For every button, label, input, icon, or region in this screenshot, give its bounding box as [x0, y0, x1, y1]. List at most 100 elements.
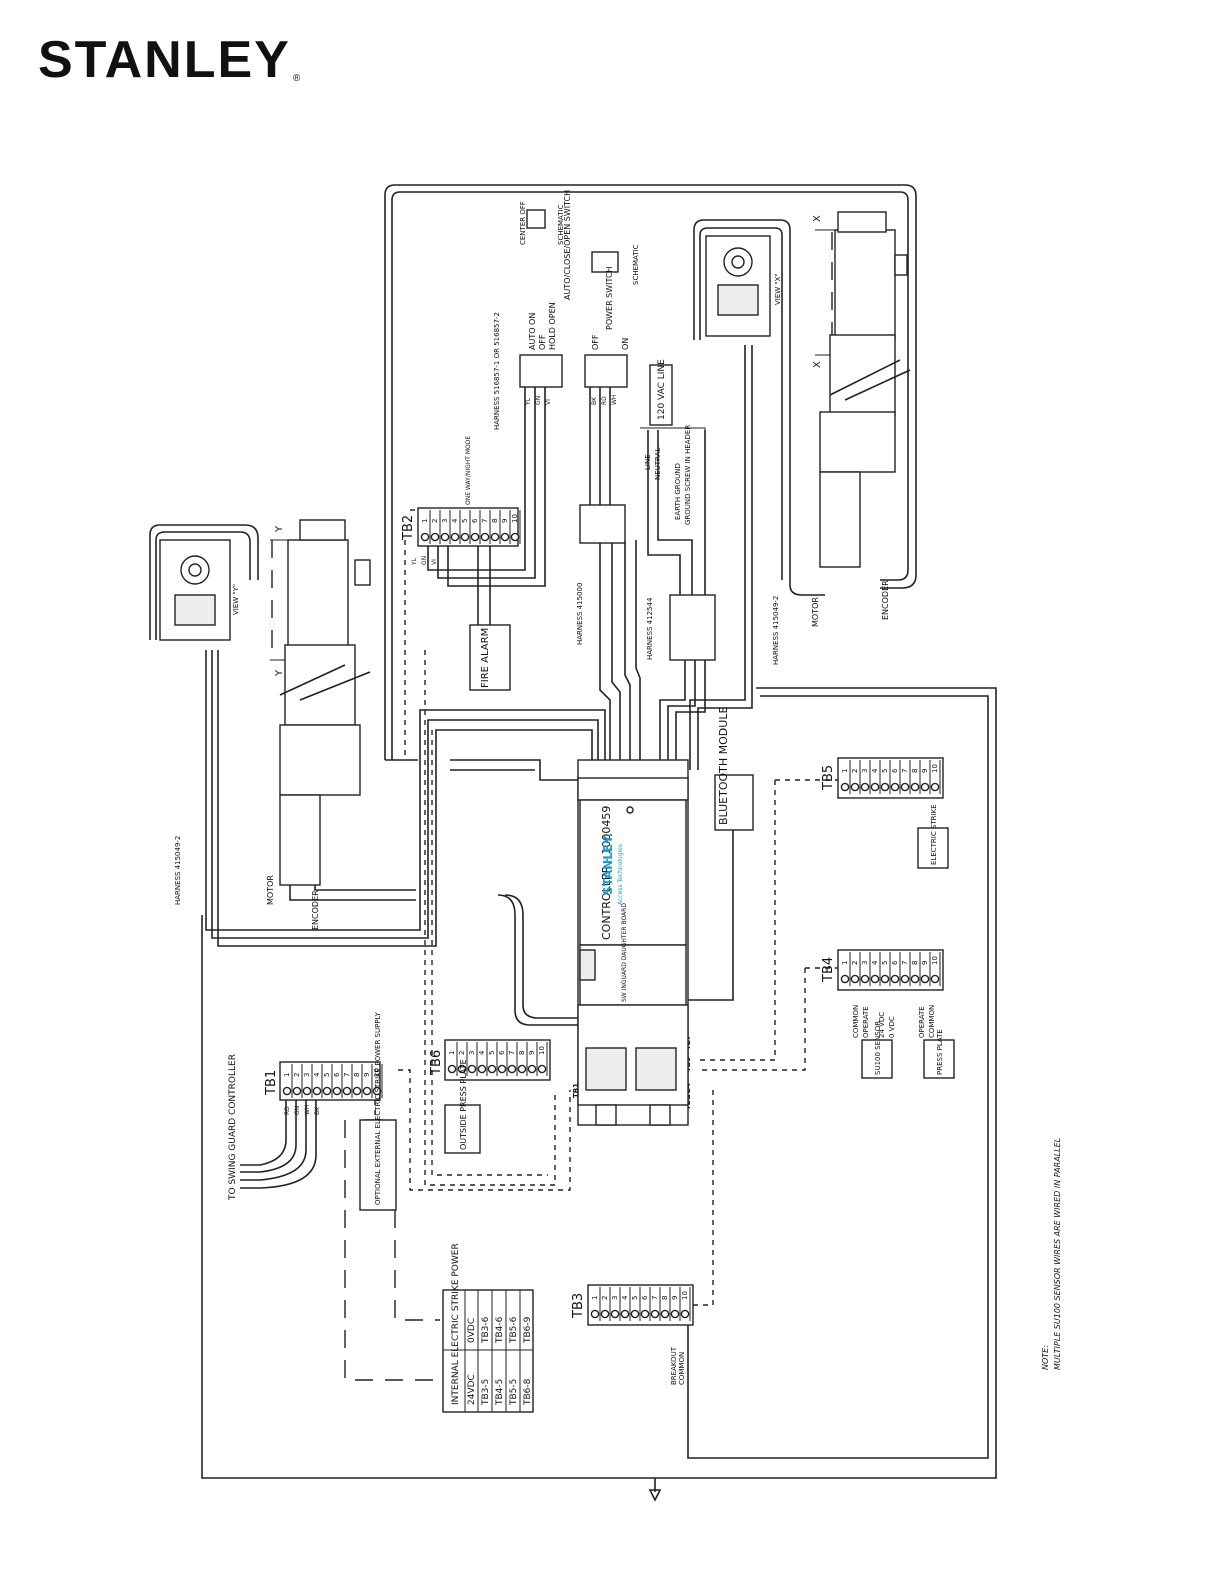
harness-1-label: HARNESS 516857-1 OR 516857-2: [493, 312, 501, 430]
tb2-terminal-screw: [500, 532, 510, 542]
tb3-terminal-number: 10: [681, 1291, 689, 1300]
optional-strike-ps-label: OPTIONAL EXTERNAL ELECTRIC STRIKE POWER …: [374, 1011, 382, 1205]
tb1-terminal-screw: [362, 1086, 372, 1096]
tb2-terminal-number: 5: [461, 519, 469, 523]
tb4-terminal-screw: [880, 974, 890, 984]
outside-press-plate-label: OUTSIDE PRESS PLATE: [459, 1059, 468, 1150]
bluetooth-label: BLUETOOTH MODULE: [717, 707, 730, 825]
wire-encoder: [497, 894, 591, 1045]
tb2-terminal-screw: [450, 532, 460, 542]
power-switch-body: [584, 354, 628, 388]
wire-loop-top: [384, 184, 917, 760]
tb5-terminal-number: 9: [921, 769, 929, 773]
tb6-terminal-number: 7: [508, 1051, 516, 1055]
svg-text:ON: ON: [621, 338, 630, 350]
tb2-terminal-screw: [490, 532, 500, 542]
strike-table-title: INTERNAL ELECTRIC STRIKE POWER: [451, 1243, 461, 1405]
tb2-terminal-screw: [440, 532, 450, 542]
tb2-terminal-number: 6: [471, 518, 479, 523]
motor-right-label: MOTOR: [811, 597, 820, 627]
line-box-label: 120 VAC LINE: [657, 359, 667, 420]
press-plate-label: PRESS PLATE: [936, 1029, 944, 1075]
svg-text:TB6-8: TB6-8: [523, 1378, 533, 1406]
tb6-terminal-screw: [467, 1064, 477, 1074]
tb4-label: TB4: [821, 957, 836, 983]
tb4-terminal-screw: [920, 974, 930, 984]
tb6-terminal-number: 10: [538, 1046, 546, 1055]
tb1-terminal-screw: [312, 1086, 322, 1096]
svg-text:24VDC: 24VDC: [467, 1374, 477, 1405]
tb2-terminal-number: 3: [441, 519, 449, 523]
tb2-terminal-number: 4: [451, 518, 459, 523]
tb2-terminal-screw: [430, 532, 440, 542]
svg-text:HOLD OPEN: HOLD OPEN: [548, 302, 557, 350]
tb3-terminal-screw: [680, 1309, 690, 1319]
encoder-left-label: ENCODER: [311, 890, 320, 930]
svg-text:X: X: [812, 215, 823, 222]
tb1-terminal-number: 4: [313, 1072, 321, 1077]
tb5-terminal-screw: [910, 782, 920, 792]
tb5-terminal-number: 3: [861, 769, 869, 773]
svg-text:TB6-9: TB6-9: [523, 1316, 533, 1344]
tb4-terminal-screw: [930, 974, 940, 984]
wire-tb3-loop: [687, 695, 989, 1459]
tb5-terminal-screw: [930, 782, 940, 792]
svg-text:WH: WH: [304, 1105, 311, 1115]
svg-text:BK: BK: [314, 1106, 321, 1115]
controller-brand-sub: Access Technologies: [617, 844, 624, 905]
tb5-terminal-number: 10: [931, 764, 939, 773]
tb2-terminal-number: 2: [431, 519, 439, 523]
tb6-terminal-number: 9: [528, 1051, 536, 1055]
press-plate-box: [923, 1039, 955, 1079]
tb6-terminal-screw: [497, 1064, 507, 1074]
tb6-terminal-screw: [477, 1064, 487, 1074]
svg-text:TB4-5: TB4-5: [495, 1379, 505, 1406]
tb5-terminal-screw: [920, 782, 930, 792]
strike-table: [442, 1289, 534, 1413]
tb4-terminal-number: 8: [911, 961, 919, 965]
svg-text:X: X: [812, 361, 823, 368]
tb6-terminal-screw: [487, 1064, 497, 1074]
tb4-terminal-number: 9: [921, 961, 929, 965]
tb5-terminal-screw: [880, 782, 890, 792]
svg-text:TB5-6: TB5-6: [509, 1316, 519, 1344]
tb3-terminal-screw: [590, 1309, 600, 1319]
tb1-terminal-screw: [352, 1086, 362, 1096]
tb4-terminal-number: 1: [841, 961, 849, 965]
tb4-terminal-screw: [890, 974, 900, 984]
tb4-terminal-number: 3: [861, 961, 869, 965]
tb4-terminal-number: 7: [901, 961, 909, 965]
harness-2-label: HARNESS 415000: [576, 583, 584, 645]
tb6-terminal-number: 8: [518, 1051, 526, 1055]
controller-brand: STANLEY.: [601, 833, 615, 895]
tb4-terminal-screw: [900, 974, 910, 984]
tb5-terminal-number: 2: [851, 769, 859, 773]
svg-text:VI: VI: [431, 559, 438, 565]
tb4-terminal-screw: [910, 974, 920, 984]
harness-4-label: HARNESS 415049-2: [772, 596, 780, 665]
svg-text:0VDC: 0VDC: [467, 1318, 477, 1343]
tb5-terminal-number: 4: [871, 768, 879, 773]
view-x-label: VIEW "X": [774, 273, 782, 305]
bluetooth-module-box: [714, 774, 754, 831]
tb3-terminal-screw: [670, 1309, 680, 1319]
tb3-terminal-number: 9: [671, 1296, 679, 1300]
su100-sensor-box: [861, 1039, 893, 1079]
tb3-terminal-number: 3: [611, 1296, 619, 1300]
tb2-terminal-screw: [420, 532, 430, 542]
note-text: MULTIPLE SU100 SENSOR WIRES ARE WIRED IN…: [1053, 1138, 1062, 1370]
controller-tb1-label: TB1: [572, 1083, 580, 1098]
tb1-terminal-number: 3: [303, 1073, 311, 1077]
wire-motor-left-1: [205, 650, 606, 931]
svg-text:RD: RD: [284, 1106, 291, 1115]
tb3-terminal-screw: [610, 1309, 620, 1319]
svg-text:CENTER OFF: CENTER OFF: [519, 201, 527, 245]
svg-text:0 VDC: 0 VDC: [888, 1016, 896, 1038]
svg-text:TB3-5: TB3-5: [481, 1379, 491, 1406]
view-y-label: VIEW "Y": [232, 584, 240, 615]
svg-text:24 VDC: 24 VDC: [878, 1012, 886, 1038]
svg-text:BREAKOUT: BREAKOUT: [670, 1346, 678, 1385]
optional-strike-ps-box: [359, 1119, 397, 1211]
svg-text:GN: GN: [535, 396, 542, 405]
svg-text:RD: RD: [601, 396, 608, 405]
